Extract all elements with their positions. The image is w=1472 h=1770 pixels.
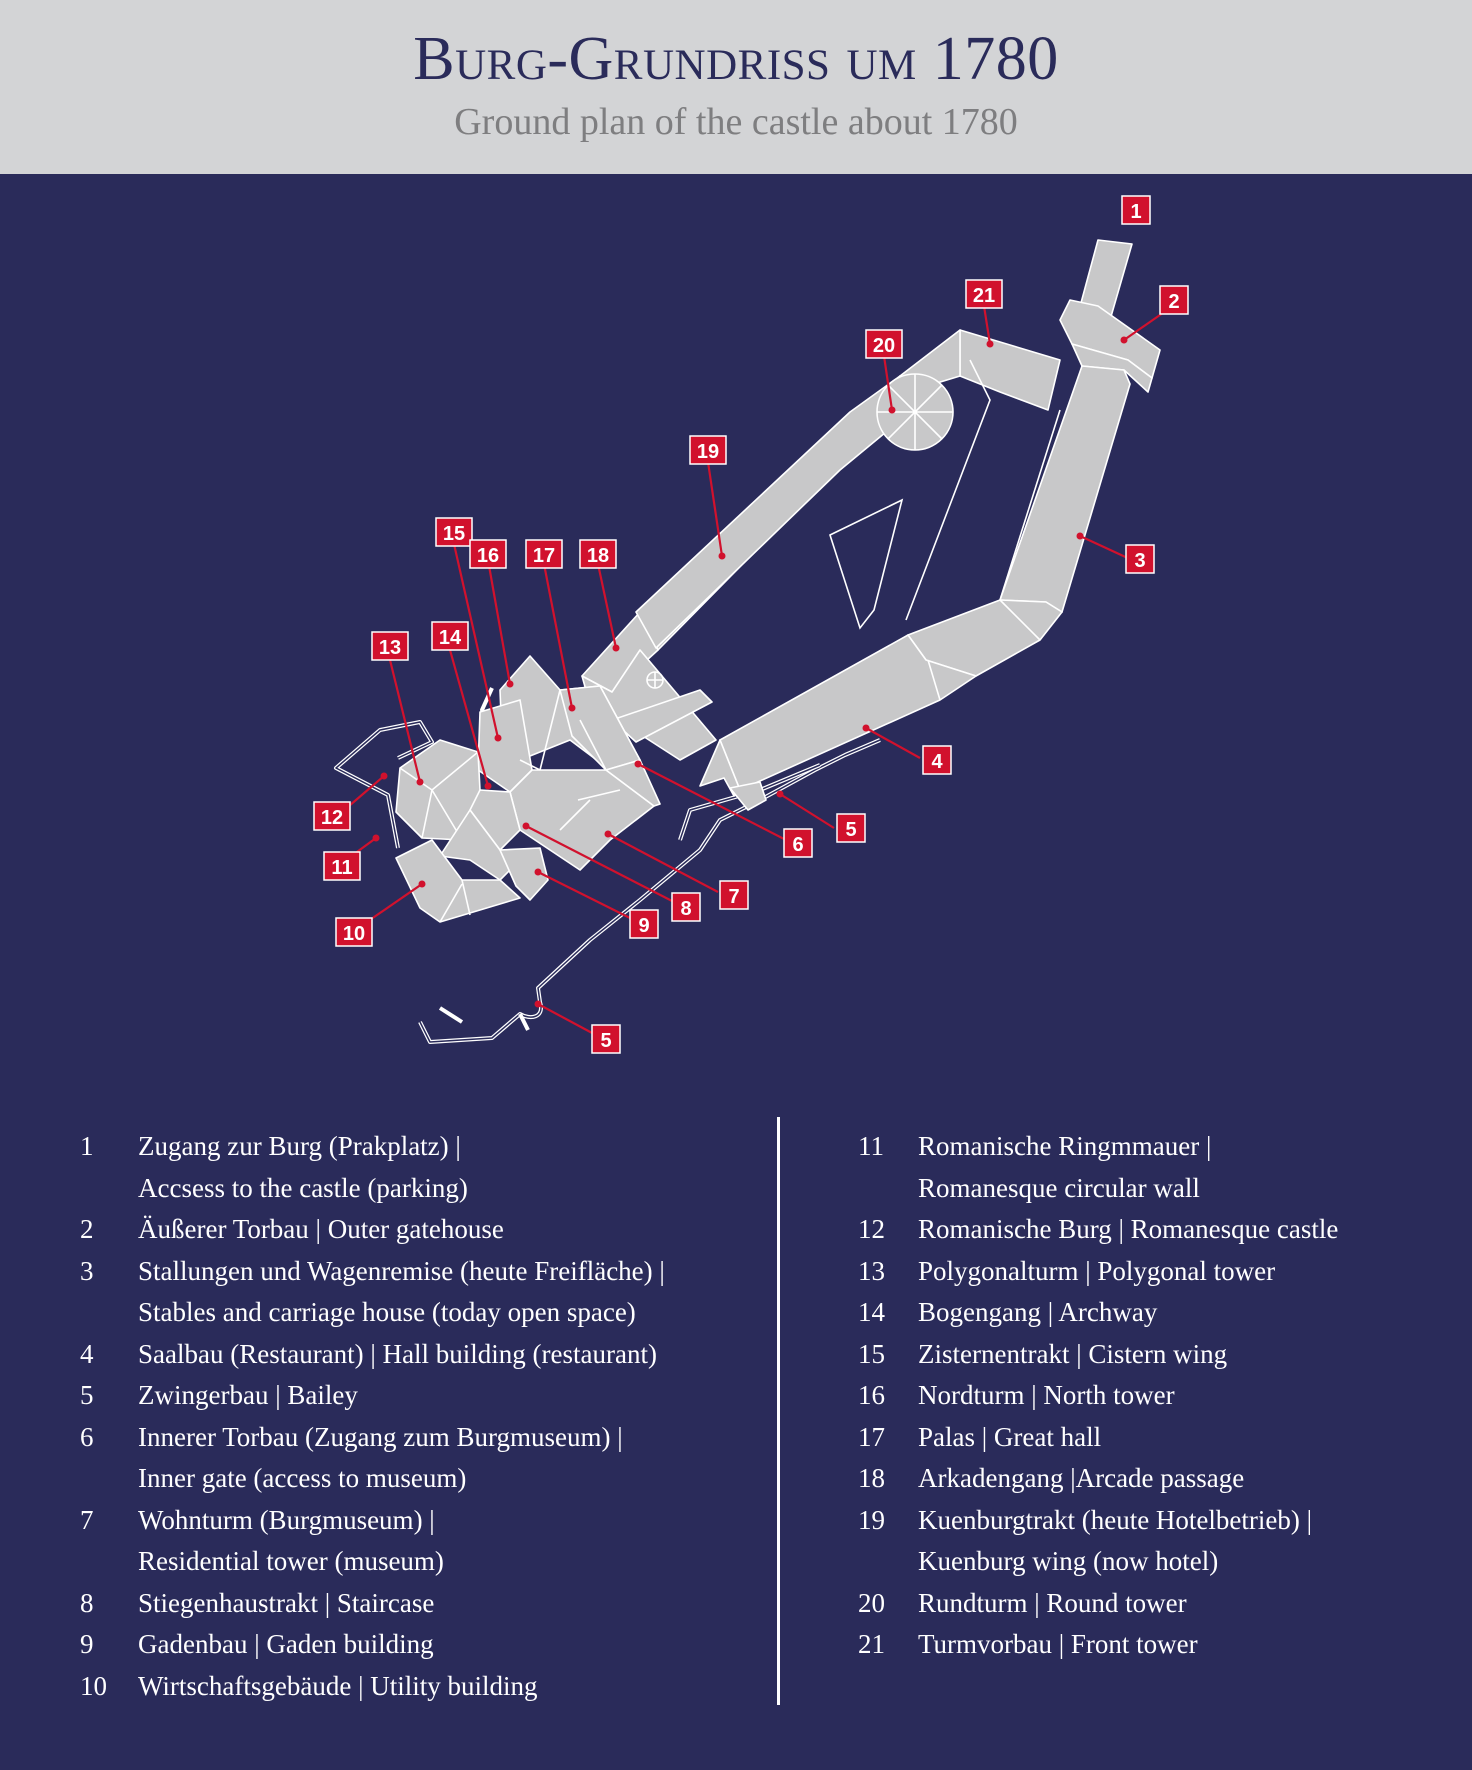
legend-item-cont: Romanesque circular wall <box>918 1172 1200 1203</box>
marker-18: 18 <box>579 539 617 569</box>
marker-5b: 5 <box>591 1024 621 1054</box>
svg-text:5: 5 <box>845 819 856 841</box>
svg-text:8: 8 <box>680 898 691 920</box>
marker-21: 21 <box>965 279 1003 309</box>
marker-7: 7 <box>719 880 749 910</box>
legend-item-cont: Accsess to the castle (parking) <box>138 1172 468 1203</box>
page-subtitle: Ground plan of the castle about 1780 <box>454 101 1018 143</box>
svg-text:5: 5 <box>600 1030 611 1052</box>
svg-text:14: 14 <box>439 627 462 649</box>
marker-13: 13 <box>371 631 409 661</box>
marker-16: 16 <box>469 539 507 569</box>
svg-text:3: 3 <box>1134 550 1145 572</box>
svg-text:17: 17 <box>533 545 555 567</box>
svg-text:18: 18 <box>587 545 609 567</box>
marker-15: 15 <box>435 517 473 547</box>
page-title: Burg-Grundriss um 1780 <box>413 25 1059 93</box>
svg-text:21: 21 <box>973 285 995 307</box>
svg-text:6: 6 <box>792 834 803 856</box>
marker-3: 3 <box>1125 544 1155 574</box>
svg-text:7: 7 <box>728 886 739 908</box>
marker-14: 14 <box>431 621 469 651</box>
svg-text:9: 9 <box>638 915 649 937</box>
header-bar: Burg-Grundriss um 1780 Ground plan of th… <box>0 0 1472 174</box>
marker-17: 17 <box>525 539 563 569</box>
svg-text:4: 4 <box>931 751 943 773</box>
svg-text:1: 1 <box>1130 201 1141 223</box>
marker-20: 20 <box>865 329 903 359</box>
marker-5: 5 <box>836 813 866 843</box>
svg-text:2: 2 <box>1168 291 1179 313</box>
svg-text:20: 20 <box>873 335 895 357</box>
svg-text:11: 11 <box>331 857 352 879</box>
svg-text:12: 12 <box>321 807 343 829</box>
legend-item-cont: Kuenburg wing (now hotel) <box>918 1546 1219 1576</box>
buildings <box>395 239 1161 923</box>
legend-item-cont: Residential tower (museum) <box>138 1546 444 1576</box>
marker-6: 6 <box>783 828 813 858</box>
svg-text:16: 16 <box>477 545 499 567</box>
marker-10: 10 <box>335 917 373 947</box>
legend-divider <box>777 1117 780 1705</box>
svg-text:19: 19 <box>697 441 719 463</box>
svg-text:10: 10 <box>343 923 365 945</box>
marker-12: 12 <box>313 801 351 831</box>
marker-11: 11 <box>323 851 361 881</box>
leader-lines <box>341 305 1171 1035</box>
marker-1: 1 <box>1121 195 1151 225</box>
marker-9: 9 <box>629 909 659 939</box>
legend-item-cont: Inner gate (access to museum) <box>138 1463 467 1493</box>
svg-text:15: 15 <box>443 523 465 545</box>
legend-item-cont: Stables and carriage house (today open s… <box>138 1297 636 1327</box>
marker-2: 2 <box>1159 285 1189 315</box>
marker-19: 19 <box>689 435 727 465</box>
marker-8: 8 <box>671 892 701 922</box>
marker-4: 4 <box>922 745 952 775</box>
svg-text:13: 13 <box>379 637 401 659</box>
